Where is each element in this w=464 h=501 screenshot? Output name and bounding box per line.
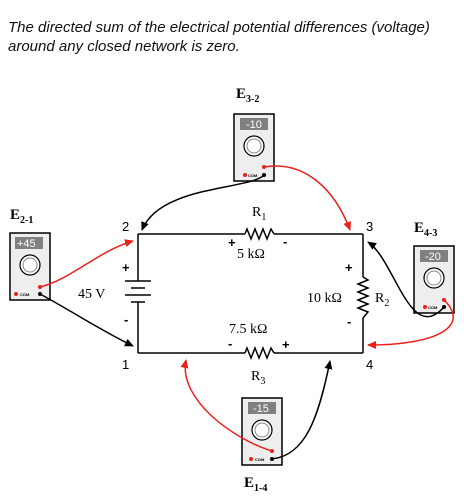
r2-plus: + [345,260,353,275]
caption-text: The directed sum of the electrical poten… [8,19,430,55]
resistor-r1 [244,226,275,242]
e32-name: E [236,86,246,102]
e43-red-lead [367,299,454,349]
meter-e21: +45 COM [9,232,51,301]
r3-sub: 3 [260,376,265,387]
meter-e43: -20 COM [413,245,455,314]
e21-sub: 2-1 [20,215,33,226]
r3-value: 7.5 kΩ [229,322,267,337]
circuit-wires [137,233,364,354]
svg-text:R1: R1 [252,205,266,223]
r1-plus: + [228,235,236,250]
e21-black-lead [39,293,134,347]
e32-black-lead [141,174,265,231]
e14-black-lead [271,360,333,460]
r3-plus: + [282,337,290,352]
r2-minus: - [347,314,351,329]
svg-text:COM: COM [255,457,265,462]
e32-sub: 3-2 [246,94,259,105]
battery-label: 45 V [78,287,105,302]
svg-text:R3: R3 [251,369,265,387]
svg-text:E3-2: E3-2 [236,86,259,105]
e14-sub: 1-4 [254,483,267,494]
svg-text:E2-1: E2-1 [10,207,33,226]
svg-text:R2: R2 [375,291,389,309]
meter-e14: -15 COM [241,397,283,466]
resistor-r2 [355,276,371,319]
svg-text:COM: COM [20,292,30,297]
node-4-label: 4 [366,357,373,372]
e43-reading: -20 [425,251,441,263]
battery-45v [125,280,151,307]
e21-name: E [10,207,20,223]
e43-name: E [414,220,424,236]
r1-name: R [252,205,262,220]
r1-minus: - [283,234,287,249]
r2-value: 10 kΩ [307,291,342,306]
e14-name: E [244,475,254,491]
e43-sub: 4-3 [424,228,437,239]
e43-black-lead [367,241,445,318]
e21-reading: +45 [17,238,36,250]
r3-minus: - [228,336,232,351]
e21-red-lead [39,239,134,288]
e32-reading: -10 [246,119,262,131]
svg-text:E1-4: E1-4 [244,475,267,494]
e14-red-lead [180,359,273,452]
r2-name: R [375,291,385,306]
battery-plus: + [122,260,130,275]
svg-text:COM: COM [428,305,438,310]
svg-text:COM: COM [248,173,258,178]
r2-sub: 2 [384,298,389,309]
resistor-r3 [244,345,275,361]
battery-minus: - [124,312,128,327]
probe-leads [39,165,454,460]
svg-text:E4-3: E4-3 [414,220,437,239]
node-3-label: 3 [366,219,373,234]
e32-red-lead [263,165,351,231]
meter-e32: -10 COM [233,113,275,182]
node-1-label: 1 [122,357,129,372]
node-2-label: 2 [122,219,129,234]
r3-name: R [251,369,261,384]
e14-reading: -15 [253,403,269,415]
r1-value: 5 kΩ [237,247,265,262]
r1-sub: 1 [261,212,266,223]
